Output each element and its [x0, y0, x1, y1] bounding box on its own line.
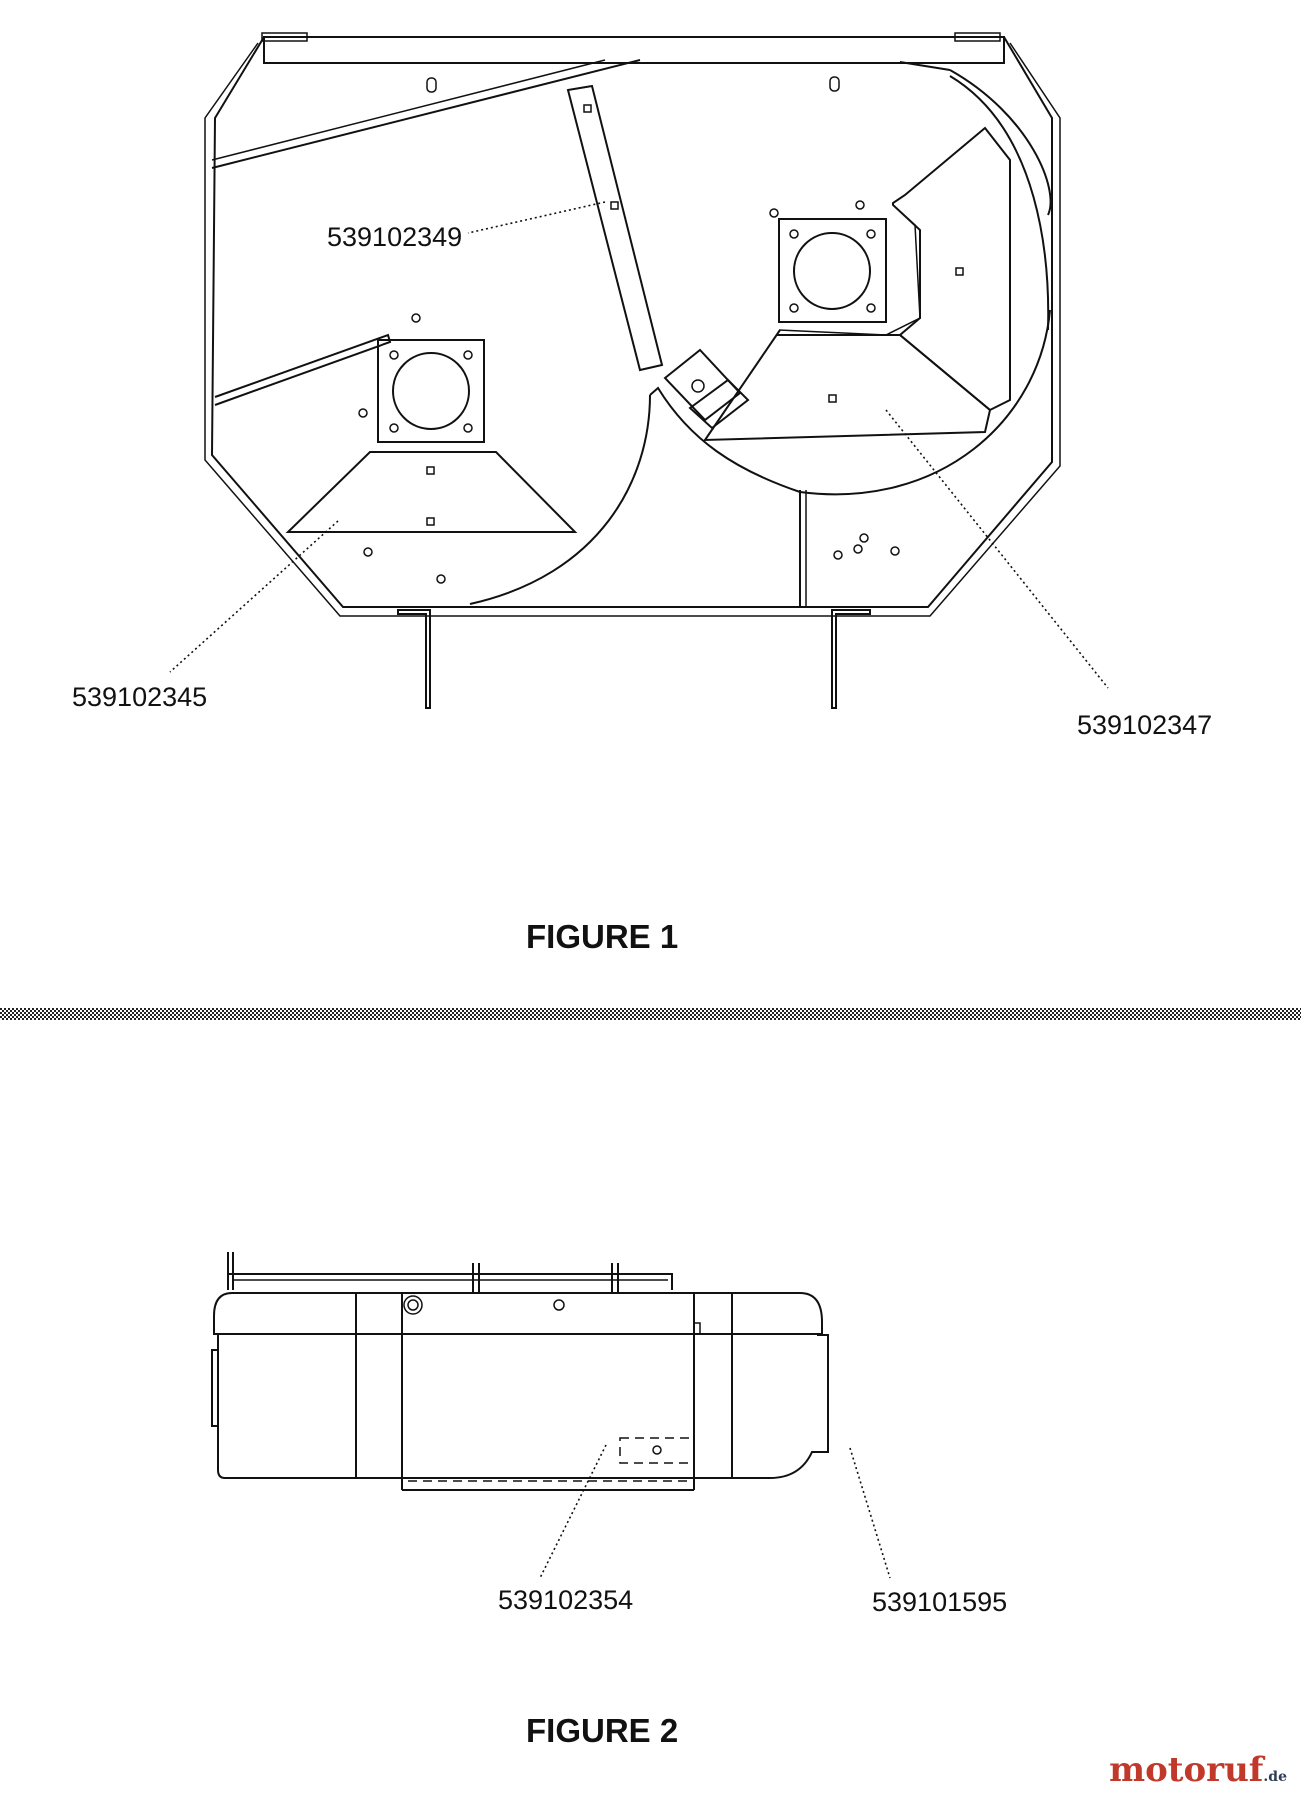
figure-2-drawing [211, 1252, 891, 1579]
section-separator [0, 1008, 1301, 1020]
watermark-logo: motoruf.de [1109, 1750, 1287, 1790]
part-label-539101595: 539101595 [872, 1587, 1007, 1617]
part-label-539102347: 539102347 [1077, 710, 1212, 740]
watermark-tld: .de [1263, 1769, 1287, 1785]
figure-1-drawing [169, 32, 1109, 709]
figure-1-title: FIGURE 1 [526, 918, 678, 955]
part-label-539102349: 539102349 [327, 222, 462, 252]
part-label-539102354: 539102354 [498, 1585, 633, 1615]
part-label-539102345: 539102345 [72, 682, 207, 712]
figure-2-title: FIGURE 2 [526, 1712, 678, 1749]
watermark-text: motoruf [1109, 1750, 1264, 1790]
